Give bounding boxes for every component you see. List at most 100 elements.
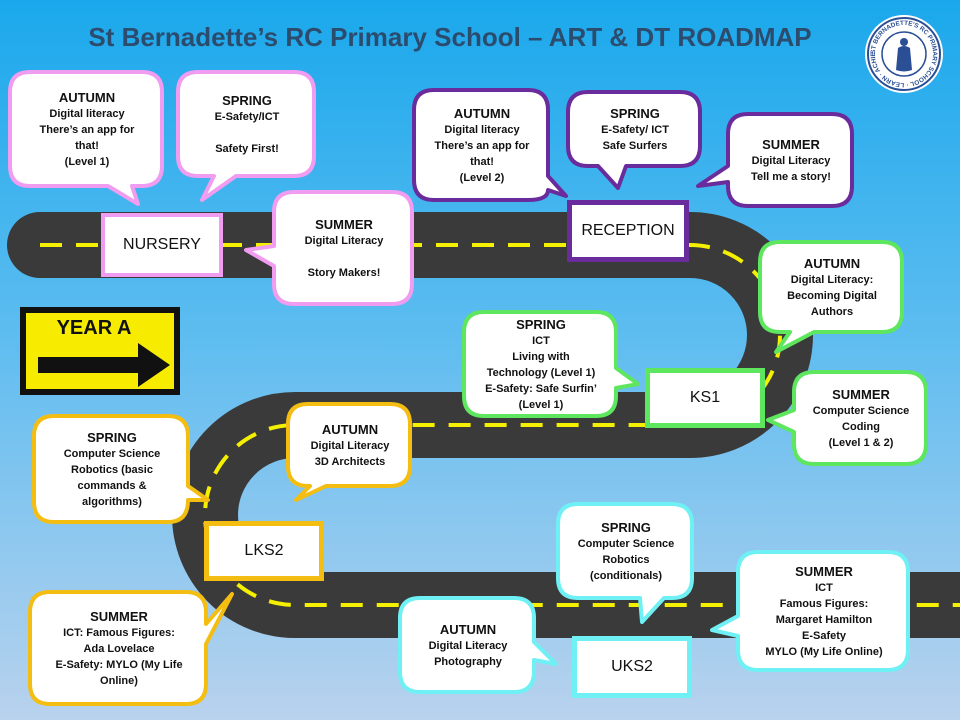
bubble-season: SPRING (516, 317, 566, 332)
arrow-right-icon (38, 343, 170, 387)
bubble-line: Digital Literacy (310, 440, 390, 452)
bubble-line: Computer Science (812, 405, 910, 417)
bubble-line: (Level 1) (64, 156, 110, 168)
bubble-line: algorithms) (82, 496, 142, 508)
bubble-uks2-autumn (398, 596, 558, 694)
road-left-cap (7, 212, 40, 278)
bubble-line: commands & (77, 480, 147, 492)
bubble-line: Story Makers! (307, 267, 381, 279)
bubble-line: Tell me a story! (751, 171, 831, 183)
bubble-reception-spring (566, 90, 702, 190)
bubble-line: Becoming Digital (787, 290, 877, 302)
bubble-nursery-spring (176, 70, 316, 202)
bubble-line: Digital Literacy: (790, 274, 874, 286)
bubble-line: Famous Figures: (779, 598, 869, 610)
bubble-line: MYLO (My Life Online) (765, 646, 883, 658)
bubble-season: AUTUMN (803, 256, 861, 271)
bubble-line: E-Safety: Safe Surfin’ (485, 383, 597, 395)
stage-reception: RECEPTION (567, 200, 689, 262)
bubble-season: SUMMER (90, 609, 148, 624)
bubble-line: There’s an app for (39, 124, 135, 136)
bubble-line: E-Safety: MYLO (My Life (55, 659, 183, 671)
bubble-reception-autumn (412, 88, 568, 202)
bubble-line: Technology (Level 1) (486, 367, 596, 379)
bubble-uks2-summer (710, 550, 910, 672)
bubble-line: (conditionals) (589, 570, 663, 582)
bubble-line: Ada Lovelace (83, 643, 155, 655)
bubble-line: Robotics (basic (71, 464, 153, 476)
bubble-line: that! (470, 156, 494, 168)
school-logo: ST BERNADETTE'S RC PRIMARY SCHOOL · LEAR… (864, 14, 943, 93)
bubble-season: SPRING (87, 430, 137, 445)
stage-uks2: UKS2 (572, 636, 692, 698)
bubble-lks2-spring (32, 414, 210, 524)
bubble-season: AUTUMN (58, 90, 116, 105)
bubble-line: Safe Surfers (602, 140, 668, 152)
bubble-line: E-Safety/ICT (214, 111, 280, 123)
bubble-season: SUMMER (762, 137, 820, 152)
bubble-text-uks2-summer: SUMMER ICT Famous Figures: Margaret Hamilto… (740, 556, 908, 668)
bubble-line: Coding (842, 421, 880, 433)
bubble-season: SPRING (601, 520, 651, 535)
bubble-line: that! (75, 140, 99, 152)
bubble-season: AUTUMN (453, 106, 511, 121)
stage-nursery: NURSERY (101, 213, 223, 277)
bubble-text-nursery-summer: SUMMER Digital Literacy Story Makers! (276, 196, 412, 302)
bubble-line: (Level 1) (518, 399, 564, 411)
bubble-reception-summer (696, 112, 854, 208)
bubble-line: Digital Literacy (304, 235, 384, 247)
bubble-line: Digital Literacy (751, 155, 831, 167)
bubble-ks1-spring (462, 310, 640, 418)
bubble-line: ICT: Famous Figures: (63, 627, 175, 639)
saint-figure-icon (896, 38, 912, 72)
bubble-line: Computer Science (63, 448, 161, 460)
bubble-nursery-summer (244, 190, 414, 306)
bubble-line: Online) (100, 675, 138, 687)
bubble-line: Digital literacy (49, 108, 125, 120)
bubble-season: SUMMER (795, 564, 853, 579)
bubble-ks1-autumn (758, 240, 904, 354)
sign-text: YEAR A (57, 317, 132, 339)
bubble-lks2-autumn (286, 402, 412, 502)
bubble-line: Robotics (602, 554, 650, 566)
bubble-line: Computer Science (577, 538, 675, 550)
bubble-line: There’s an app for (434, 140, 530, 152)
bubble-nursery-autumn (8, 70, 164, 206)
bubble-line: Authors (810, 306, 854, 318)
bubble-uks2-spring (556, 502, 694, 624)
bubble-text-nursery-spring: SPRING E-Safety/ICT Safety First! (180, 76, 314, 174)
bubble-line (342, 249, 345, 265)
bubble-season: SPRING (222, 93, 272, 108)
bubble-line: (Level 2) (459, 172, 505, 184)
bubble-season: SUMMER (832, 387, 890, 402)
bubble-line: 3D Architects (314, 456, 386, 468)
bubble-line: ICT (815, 582, 833, 594)
bubble-line (245, 125, 248, 141)
bubble-lks2-summer (28, 590, 234, 706)
bubble-line: Safety First! (215, 143, 279, 155)
bubble-line: Digital literacy (444, 124, 520, 136)
bubble-line: E-Safety (801, 630, 847, 642)
bubble-season: SUMMER (315, 217, 373, 232)
bubble-season: SPRING (610, 106, 660, 121)
bubble-line: ICT (532, 335, 550, 347)
bubble-season: AUTUMN (439, 622, 497, 637)
bubble-line: Margaret Hamilton (775, 614, 873, 626)
bubble-line: E-Safety/ ICT (601, 124, 669, 136)
logo-ring (867, 17, 941, 91)
bubble-line: Living with (512, 351, 570, 363)
bubble-text-reception-spring: SPRING E-Safety/ ICT Safe Surfers (570, 96, 700, 164)
bubble-line: Digital Literacy (428, 640, 508, 652)
